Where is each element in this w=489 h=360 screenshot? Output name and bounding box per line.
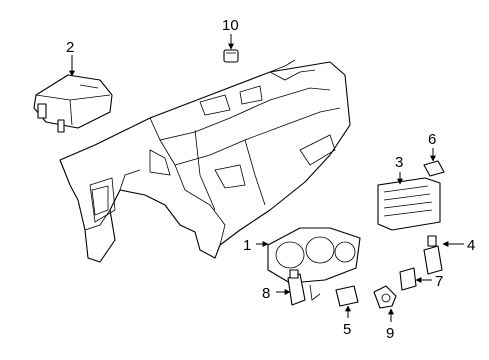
- part-2-fuse-block: [33, 74, 113, 133]
- callout-3: 3: [395, 154, 403, 171]
- callout-labels: 1 2 3 4 5 6 7 8 9 10: [66, 17, 475, 342]
- leader-lines: [69, 34, 464, 322]
- callout-10: 10: [222, 17, 239, 34]
- callout-8: 8: [262, 285, 270, 302]
- part-3-control-head: [377, 177, 441, 231]
- part-4-switch: [423, 235, 443, 275]
- part-1-instrument-cluster: [267, 227, 361, 301]
- part-6-knob: [423, 160, 445, 177]
- instrument-panel-carrier: [59, 59, 351, 263]
- part-10-switch: [223, 49, 239, 63]
- callout-9: 9: [386, 325, 394, 342]
- part-5-switch: [335, 285, 359, 307]
- callout-5: 5: [343, 321, 351, 338]
- callout-2: 2: [66, 39, 74, 56]
- callout-7: 7: [435, 273, 443, 290]
- part-9-ignition: [373, 285, 397, 309]
- callout-4: 4: [467, 237, 475, 254]
- callout-6: 6: [428, 131, 436, 148]
- callout-1: 1: [243, 237, 251, 254]
- part-7-switch: [399, 267, 417, 291]
- part-8-switch: [287, 269, 306, 306]
